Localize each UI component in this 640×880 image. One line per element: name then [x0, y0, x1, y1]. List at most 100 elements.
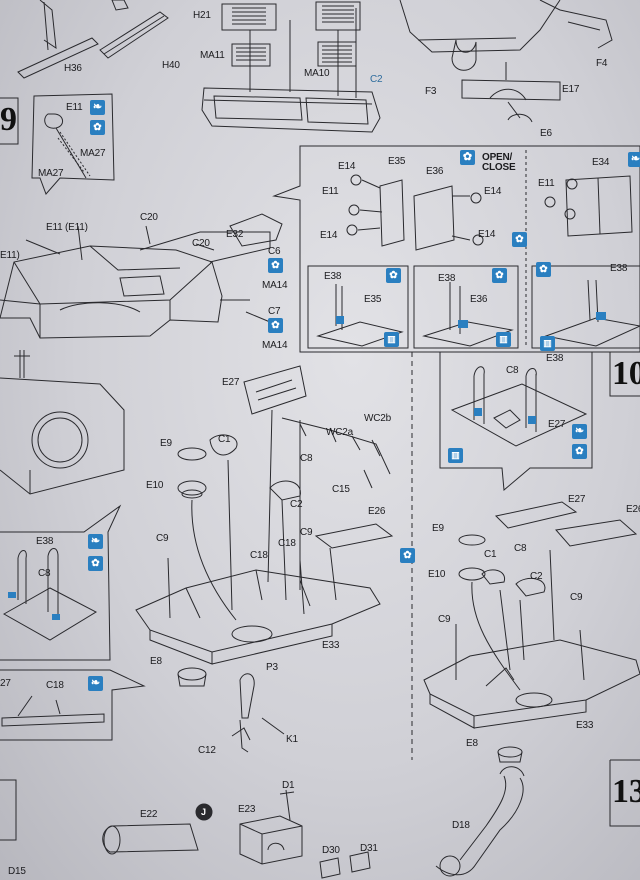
part-label: D30: [322, 845, 340, 856]
part-label: P3: [266, 662, 278, 673]
part-label: WC2b: [364, 413, 391, 424]
j-marker: [195, 803, 213, 821]
part-label: E38: [546, 353, 564, 364]
part-label: E17: [562, 84, 580, 95]
part-label: E27: [222, 377, 240, 388]
step-10-box: [609, 351, 640, 397]
callout-27-c18: [0, 669, 146, 741]
part-label: MA27: [38, 168, 64, 179]
part-label: E14: [320, 230, 338, 241]
part-label: C18: [250, 550, 268, 561]
part-label: E36: [426, 166, 444, 177]
part-label: C12: [198, 745, 216, 756]
part-label: C1: [218, 434, 231, 445]
step-9-box: [0, 97, 19, 145]
part-label: C2: [370, 74, 383, 85]
option-icon: ✿: [268, 258, 283, 273]
part-label: H40: [162, 60, 180, 71]
part-label: E38: [438, 273, 456, 284]
part-label: E33: [576, 720, 594, 731]
option-icon: ✿: [90, 120, 105, 135]
part-label: E9: [160, 438, 172, 449]
part-label: MA14: [262, 280, 288, 291]
part-label: K1: [286, 734, 298, 745]
part-label: C15: [332, 484, 350, 495]
part-label: MA14: [262, 340, 288, 351]
option-icon: ✿: [572, 444, 587, 459]
part-label: E8: [150, 656, 162, 667]
part-label: C8: [300, 453, 313, 464]
part-label: MA27: [80, 148, 106, 159]
part-label: D31: [360, 843, 378, 854]
center-assembly: [135, 365, 394, 753]
part-label: E11: [66, 102, 83, 113]
step-number-10: 10: [612, 355, 640, 392]
part-label: C2: [290, 499, 303, 510]
part-label: D18: [452, 820, 470, 831]
part-label: E14: [478, 229, 496, 240]
part-label: E10: [428, 569, 446, 580]
part-label: E26: [626, 504, 640, 515]
paint-stripes-icon: ▥: [448, 448, 463, 463]
turret-hull: [0, 213, 283, 339]
part-label: E33: [322, 640, 340, 651]
option-icon: ✿: [460, 150, 475, 165]
option-icon: ✿: [400, 548, 415, 563]
part-label: H21: [193, 10, 211, 21]
part-label: C9: [438, 614, 451, 625]
open-close-line1: OPEN/: [482, 152, 513, 163]
part-label: C7: [268, 306, 281, 317]
step-number-9: 9: [0, 101, 17, 138]
part-label: E27: [548, 419, 566, 430]
part-label: E11): [0, 250, 20, 261]
part-label: C8: [38, 568, 51, 579]
part-label: E22: [140, 809, 158, 820]
part-label: E38: [324, 271, 342, 282]
part-label: E26: [368, 506, 386, 517]
part-label: C9: [156, 533, 169, 544]
part-label: C2: [530, 571, 543, 582]
part-label: E38: [610, 263, 628, 274]
part-label: H36: [64, 63, 82, 74]
paint-stripes-icon: ▥: [384, 332, 399, 347]
option-icon: ✿: [268, 318, 283, 333]
callout-e38-c8: [0, 504, 122, 661]
part-label: F4: [596, 58, 608, 69]
callout-open-close: [272, 145, 640, 353]
part-label: E10: [146, 480, 164, 491]
glue-drop-icon: ❧: [572, 424, 587, 439]
part-label: E36: [470, 294, 488, 305]
option-icon: ✿: [492, 268, 507, 283]
part-label: C18: [46, 680, 64, 691]
part-label: E23: [238, 804, 256, 815]
part-label: MA11: [200, 50, 225, 61]
part-label: E9: [432, 523, 444, 534]
part-label: C9: [570, 592, 583, 603]
part-label: E34: [592, 157, 610, 168]
j-marker-label: J: [201, 807, 206, 817]
part-label: C9: [300, 527, 313, 538]
paint-stripes-icon: ▥: [540, 336, 555, 351]
glue-drop-icon: ❧: [628, 152, 640, 167]
hatch-ring-plate: [0, 350, 125, 495]
part-label: D15: [8, 866, 26, 877]
part-label: E35: [388, 156, 406, 167]
open-close-line2: CLOSE: [482, 162, 516, 173]
part-label: E11 (E11): [46, 222, 88, 233]
part-label: E14: [338, 161, 356, 172]
part-label: WC2a: [326, 427, 353, 438]
part-label: E35: [364, 294, 382, 305]
top-parts-strip: [17, 0, 613, 133]
option-icon: ✿: [386, 268, 401, 283]
part-label: E8: [466, 738, 478, 749]
part-label: C8: [514, 543, 527, 554]
part-label: C18: [278, 538, 296, 549]
part-label: E38: [36, 536, 54, 547]
part-label: C8: [506, 365, 519, 376]
glue-drop-icon: ❧: [88, 676, 103, 691]
glue-drop-icon: ❧: [90, 100, 105, 115]
part-label: E11: [322, 186, 339, 197]
callout-ma27: [31, 93, 115, 195]
